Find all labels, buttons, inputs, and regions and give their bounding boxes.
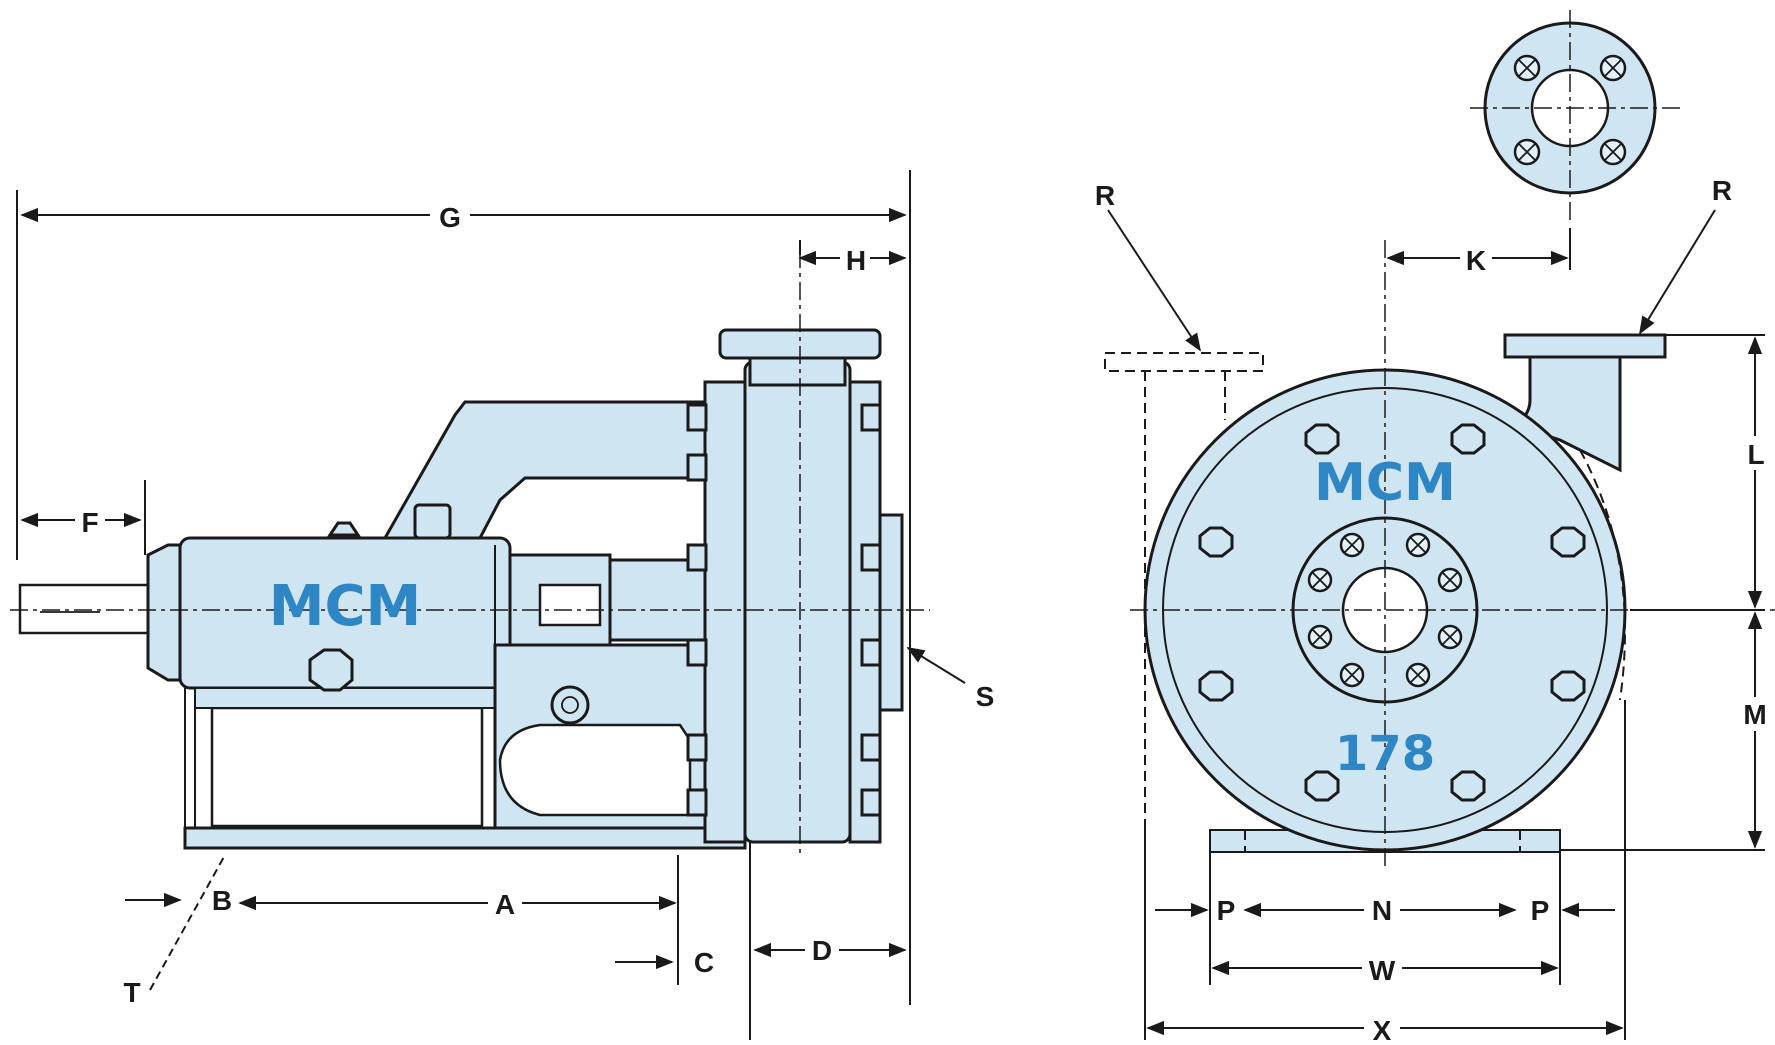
dim-label-M: M — [1743, 699, 1766, 730]
suction-flange-side — [878, 513, 904, 712]
dim-label-D: D — [812, 935, 832, 966]
suction-bolts — [1307, 532, 1463, 688]
flange-detail — [1470, 10, 1680, 225]
drain-plug — [308, 648, 354, 692]
discharge-flange-front — [1503, 333, 1667, 359]
front-brand-label: MCM — [1314, 453, 1456, 513]
dim-label-R-right: R — [1712, 175, 1732, 206]
dim-label-N: N — [1372, 895, 1392, 926]
dim-label-L: L — [1747, 439, 1764, 470]
dim-label-W: W — [1369, 955, 1396, 986]
pump-shaft — [18, 583, 152, 635]
dim-label-G: G — [439, 202, 461, 233]
dim-label-A: A — [495, 889, 515, 920]
front-cover — [848, 380, 882, 844]
dim-label-R-left: R — [1095, 180, 1115, 211]
dim-label-T: T — [123, 977, 140, 1008]
front-model-label: 178 — [1335, 726, 1435, 782]
pump-casing-side — [743, 360, 852, 844]
dim-label-H: H — [846, 245, 866, 276]
dim-label-K: K — [1466, 245, 1486, 276]
seal-chamber — [608, 558, 707, 642]
alt-discharge-flange — [1104, 352, 1264, 372]
cover-bolts — [1198, 423, 1586, 802]
bearing-end-cap — [146, 543, 182, 682]
dim-label-X: X — [1373, 1015, 1392, 1045]
front-view: R R K L M P N P W X MCM 178 — [1095, 10, 1775, 1045]
dim-label-P-left: P — [1217, 895, 1236, 926]
frame-base-opening — [210, 706, 484, 828]
lower-cutout — [498, 723, 692, 817]
side-brand-label: MCM — [269, 574, 422, 639]
side-view: G H F S B A T C D MCM — [10, 170, 994, 1040]
dim-label-B: B — [212, 885, 232, 916]
dim-label-P-right: P — [1531, 895, 1550, 926]
dim-label-F: F — [81, 507, 98, 538]
dim-label-S: S — [976, 681, 995, 712]
dim-label-C: C — [694, 947, 714, 978]
pump-base-plate — [183, 826, 747, 850]
back-plate — [703, 380, 747, 844]
casing-bolts — [686, 403, 882, 817]
oil-fill-cap — [413, 503, 452, 540]
grease-fitting — [550, 685, 590, 725]
